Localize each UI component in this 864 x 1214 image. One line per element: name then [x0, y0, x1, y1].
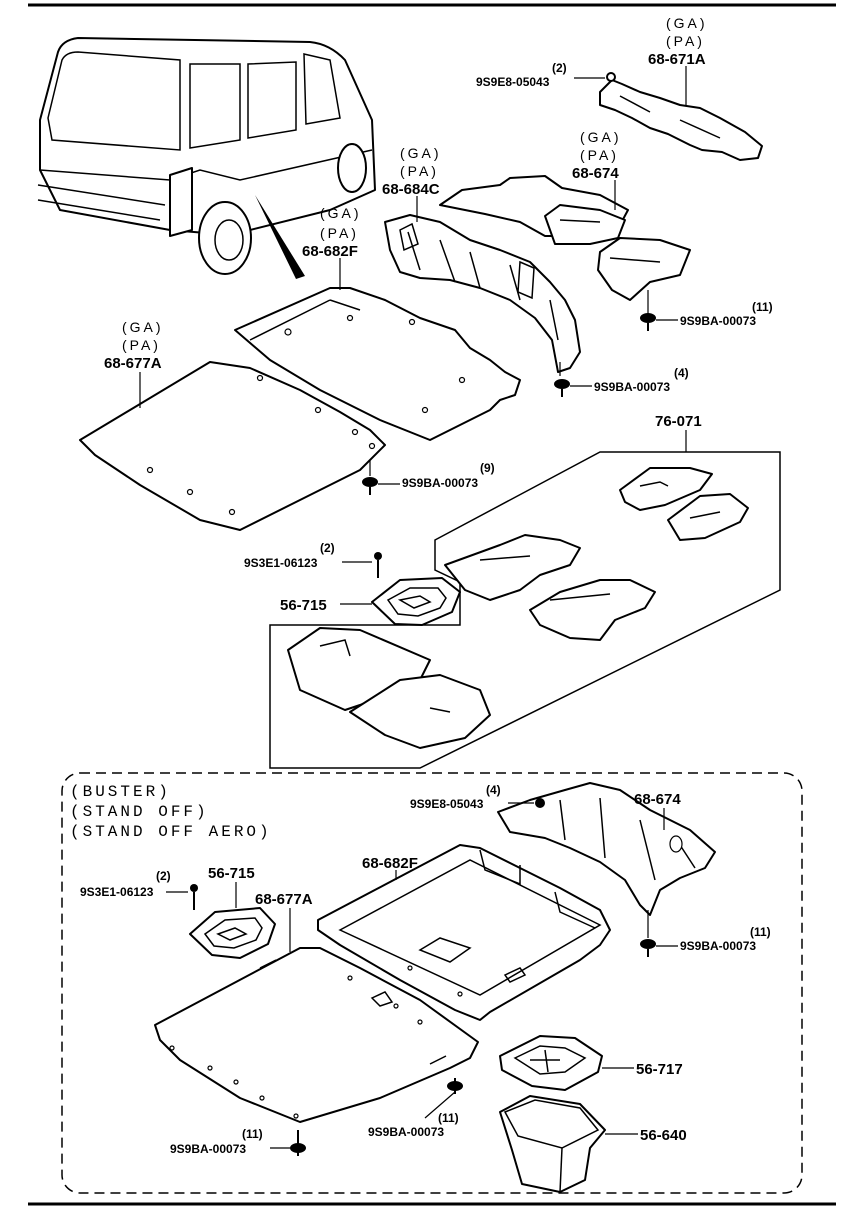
clip-11a-icon	[640, 313, 656, 331]
clip-top-qty: (2)	[552, 61, 567, 75]
buster-p68674-num: 68-674	[634, 791, 681, 808]
buster-part-56-640	[499, 1095, 606, 1193]
p68677A-num: 68-677A	[104, 355, 162, 372]
buster-clip4-icon	[535, 798, 545, 808]
p68684C-var1: (GA)	[400, 145, 442, 161]
clip-4-icon	[554, 379, 570, 397]
buster-clip11m-num: 9S9BA-00073	[368, 1125, 444, 1139]
buster-clip11r-icon	[640, 939, 656, 957]
clip9-num: 9S9BA-00073	[402, 476, 478, 490]
part-68-674-shape	[439, 175, 691, 301]
buster-clip11m-qty: (11)	[438, 1111, 459, 1125]
screw-num: 9S3E1-06123	[244, 556, 318, 570]
part-68-677A-shape	[79, 361, 386, 531]
p68674-num: 68-674	[572, 165, 619, 182]
buster-part-56-717	[499, 1035, 603, 1091]
clip9-qty: (9)	[480, 461, 495, 475]
clip-top-num: 9S9E8-05043	[476, 75, 550, 89]
p68674-var2: (PA)	[580, 147, 619, 163]
buster-line2: (STAND OFF)	[70, 803, 209, 821]
buster-p56640-num: 56-640	[640, 1127, 687, 1144]
buster-part-68-682F	[317, 844, 611, 1021]
vehicle-pointer	[255, 195, 305, 279]
p68682F-num: 68-682F	[302, 243, 358, 260]
buster-screw-icon	[190, 884, 198, 910]
part-68-684C-shape	[384, 214, 581, 373]
buster-line3: (STAND OFF AERO)	[70, 823, 272, 841]
buster-p56717-num: 56-717	[636, 1061, 683, 1078]
buster-clip11l-qty: (11)	[242, 1127, 263, 1141]
clip-9-icon	[362, 477, 378, 495]
p56715-num: 56-715	[280, 597, 327, 614]
buster-part-68-677A	[154, 947, 479, 1123]
clip11a-num: 9S9BA-00073	[680, 314, 756, 328]
p68684C-var2: (PA)	[400, 163, 439, 179]
buster-p68677A-num: 68-677A	[255, 891, 313, 908]
p68671A-var1: (GA)	[666, 15, 708, 31]
clip4-num: 9S9BA-00073	[594, 380, 670, 394]
buster-section-outline	[61, 772, 803, 1194]
group-76-071-outline	[269, 451, 781, 769]
clip4-qty: (4)	[674, 366, 689, 380]
part-56-715-top	[371, 577, 461, 626]
buster-clip11l-icon	[290, 1130, 306, 1156]
p68682F-var2: (PA)	[320, 225, 359, 241]
p68684C-num: 68-684C	[382, 181, 440, 198]
p68671A-var2: (PA)	[666, 33, 705, 49]
buster-clip11r-num: 9S9BA-00073	[680, 939, 756, 953]
screw-qty: (2)	[320, 541, 335, 555]
buster-line1: (BUSTER)	[70, 783, 171, 801]
clip-top-icon	[606, 72, 616, 82]
buster-clip4-num: 9S9E8-05043	[410, 797, 484, 811]
p68677A-var1: (GA)	[122, 319, 164, 335]
p68671A-num: 68-671A	[648, 51, 706, 68]
p68674-var1: (GA)	[580, 129, 622, 145]
buster-clip11l-num: 9S9BA-00073	[170, 1142, 246, 1156]
buster-part-56-715	[189, 907, 276, 959]
part-68-671A-shape	[599, 79, 763, 161]
buster-screw-qty: (2)	[156, 869, 171, 883]
buster-p68682F-num: 68-682F	[362, 855, 418, 872]
buster-part-68-674	[497, 782, 716, 916]
p76071-num: 76-071	[655, 413, 702, 430]
floor-mats-76-071	[287, 467, 749, 749]
buster-clip4-qty: (4)	[486, 783, 501, 797]
clip11a-qty: (11)	[752, 300, 773, 314]
p68682F-var1: (GA)	[320, 205, 362, 221]
p68677A-var2: (PA)	[122, 337, 161, 353]
buster-clip11r-qty: (11)	[750, 925, 771, 939]
buster-screw-num: 9S3E1-06123	[80, 885, 154, 899]
buster-p56715-num: 56-715	[208, 865, 255, 882]
screw-top-icon	[374, 552, 382, 578]
buster-clip11m-icon	[447, 1078, 463, 1094]
vehicle-illustration	[37, 37, 376, 275]
part-68-682F-shape	[234, 287, 521, 441]
